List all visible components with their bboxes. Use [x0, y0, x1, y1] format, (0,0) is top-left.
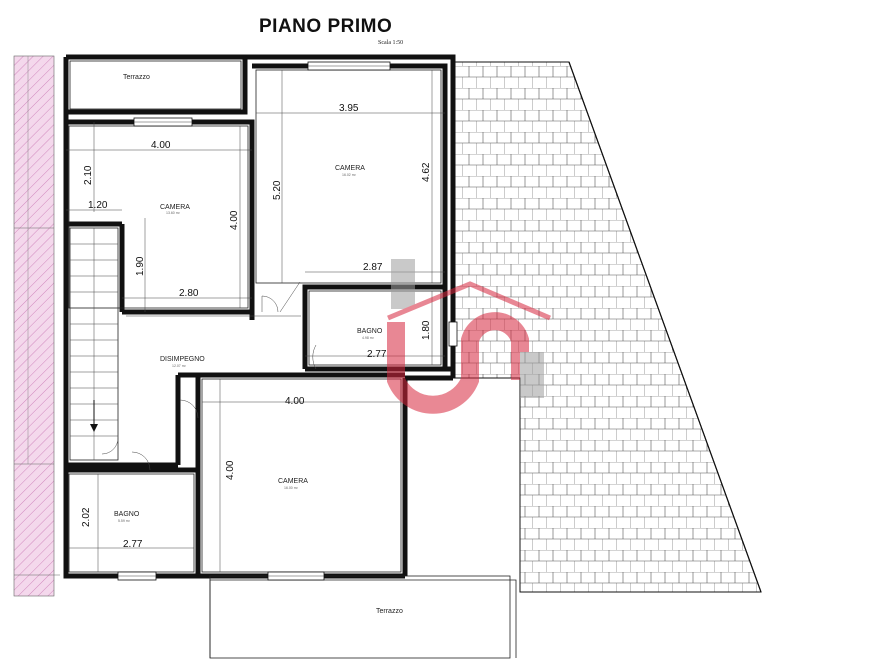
room-bagno-low: BAGNO [114, 511, 140, 518]
dim-2-02: 2.02 [81, 507, 92, 527]
plan-title: PIANO PRIMO [259, 16, 392, 37]
room-camera-main-area: 16.00 m² [284, 486, 299, 490]
dim-2-10: 2.10 [83, 165, 94, 185]
dim-3-95: 3.95 [339, 103, 359, 114]
room-camera-top: CAMERA [335, 165, 365, 172]
room-camera-left-area: 13.60 m² [166, 211, 181, 215]
scale-label: Scala 1:50 [378, 40, 403, 46]
dim-5-20: 5.20 [272, 180, 283, 200]
dim-4-00-main-v: 4.00 [225, 460, 236, 480]
dim-1-20: 1.20 [88, 200, 108, 211]
doors [101, 281, 317, 471]
room-terrazzo-top: Terrazzo [123, 74, 150, 81]
dim-1-80: 1.80 [421, 320, 432, 340]
dim-2-77-mid: 2.77 [367, 349, 387, 360]
room-disimpegno-area: 12.07 m² [172, 364, 187, 368]
room-disimpegno: DISIMPEGNO [160, 356, 205, 363]
dim-2-77-low: 2.77 [123, 539, 143, 550]
stairs [69, 227, 119, 461]
room-bagno-low-area: 5.59 m² [118, 519, 131, 523]
dim-2-87: 2.87 [363, 262, 383, 273]
room-terrazzo-bottom: Terrazzo [376, 608, 403, 615]
dim-4-62: 4.62 [421, 162, 432, 182]
room-bagno-mid: BAGNO [357, 328, 383, 335]
windows [117, 61, 458, 581]
dim-4-00-left: 4.00 [229, 210, 240, 230]
watermark-logo [387, 259, 551, 414]
room-camera-top-area: 16.02 m² [342, 173, 357, 177]
dimension-lines [66, 70, 445, 572]
room-camera-left: CAMERA [160, 204, 190, 211]
room-bagno-mid-area: 4.98 m² [362, 336, 375, 340]
dim-4-00-top: 4.00 [151, 140, 171, 151]
inner-lines [68, 60, 517, 659]
dim-1-90: 1.90 [135, 256, 146, 276]
balcony-strip [13, 55, 60, 597]
dim-4-00-main-h: 4.00 [285, 396, 305, 407]
room-camera-main: CAMERA [278, 478, 308, 485]
dim-2-80: 2.80 [179, 288, 199, 299]
